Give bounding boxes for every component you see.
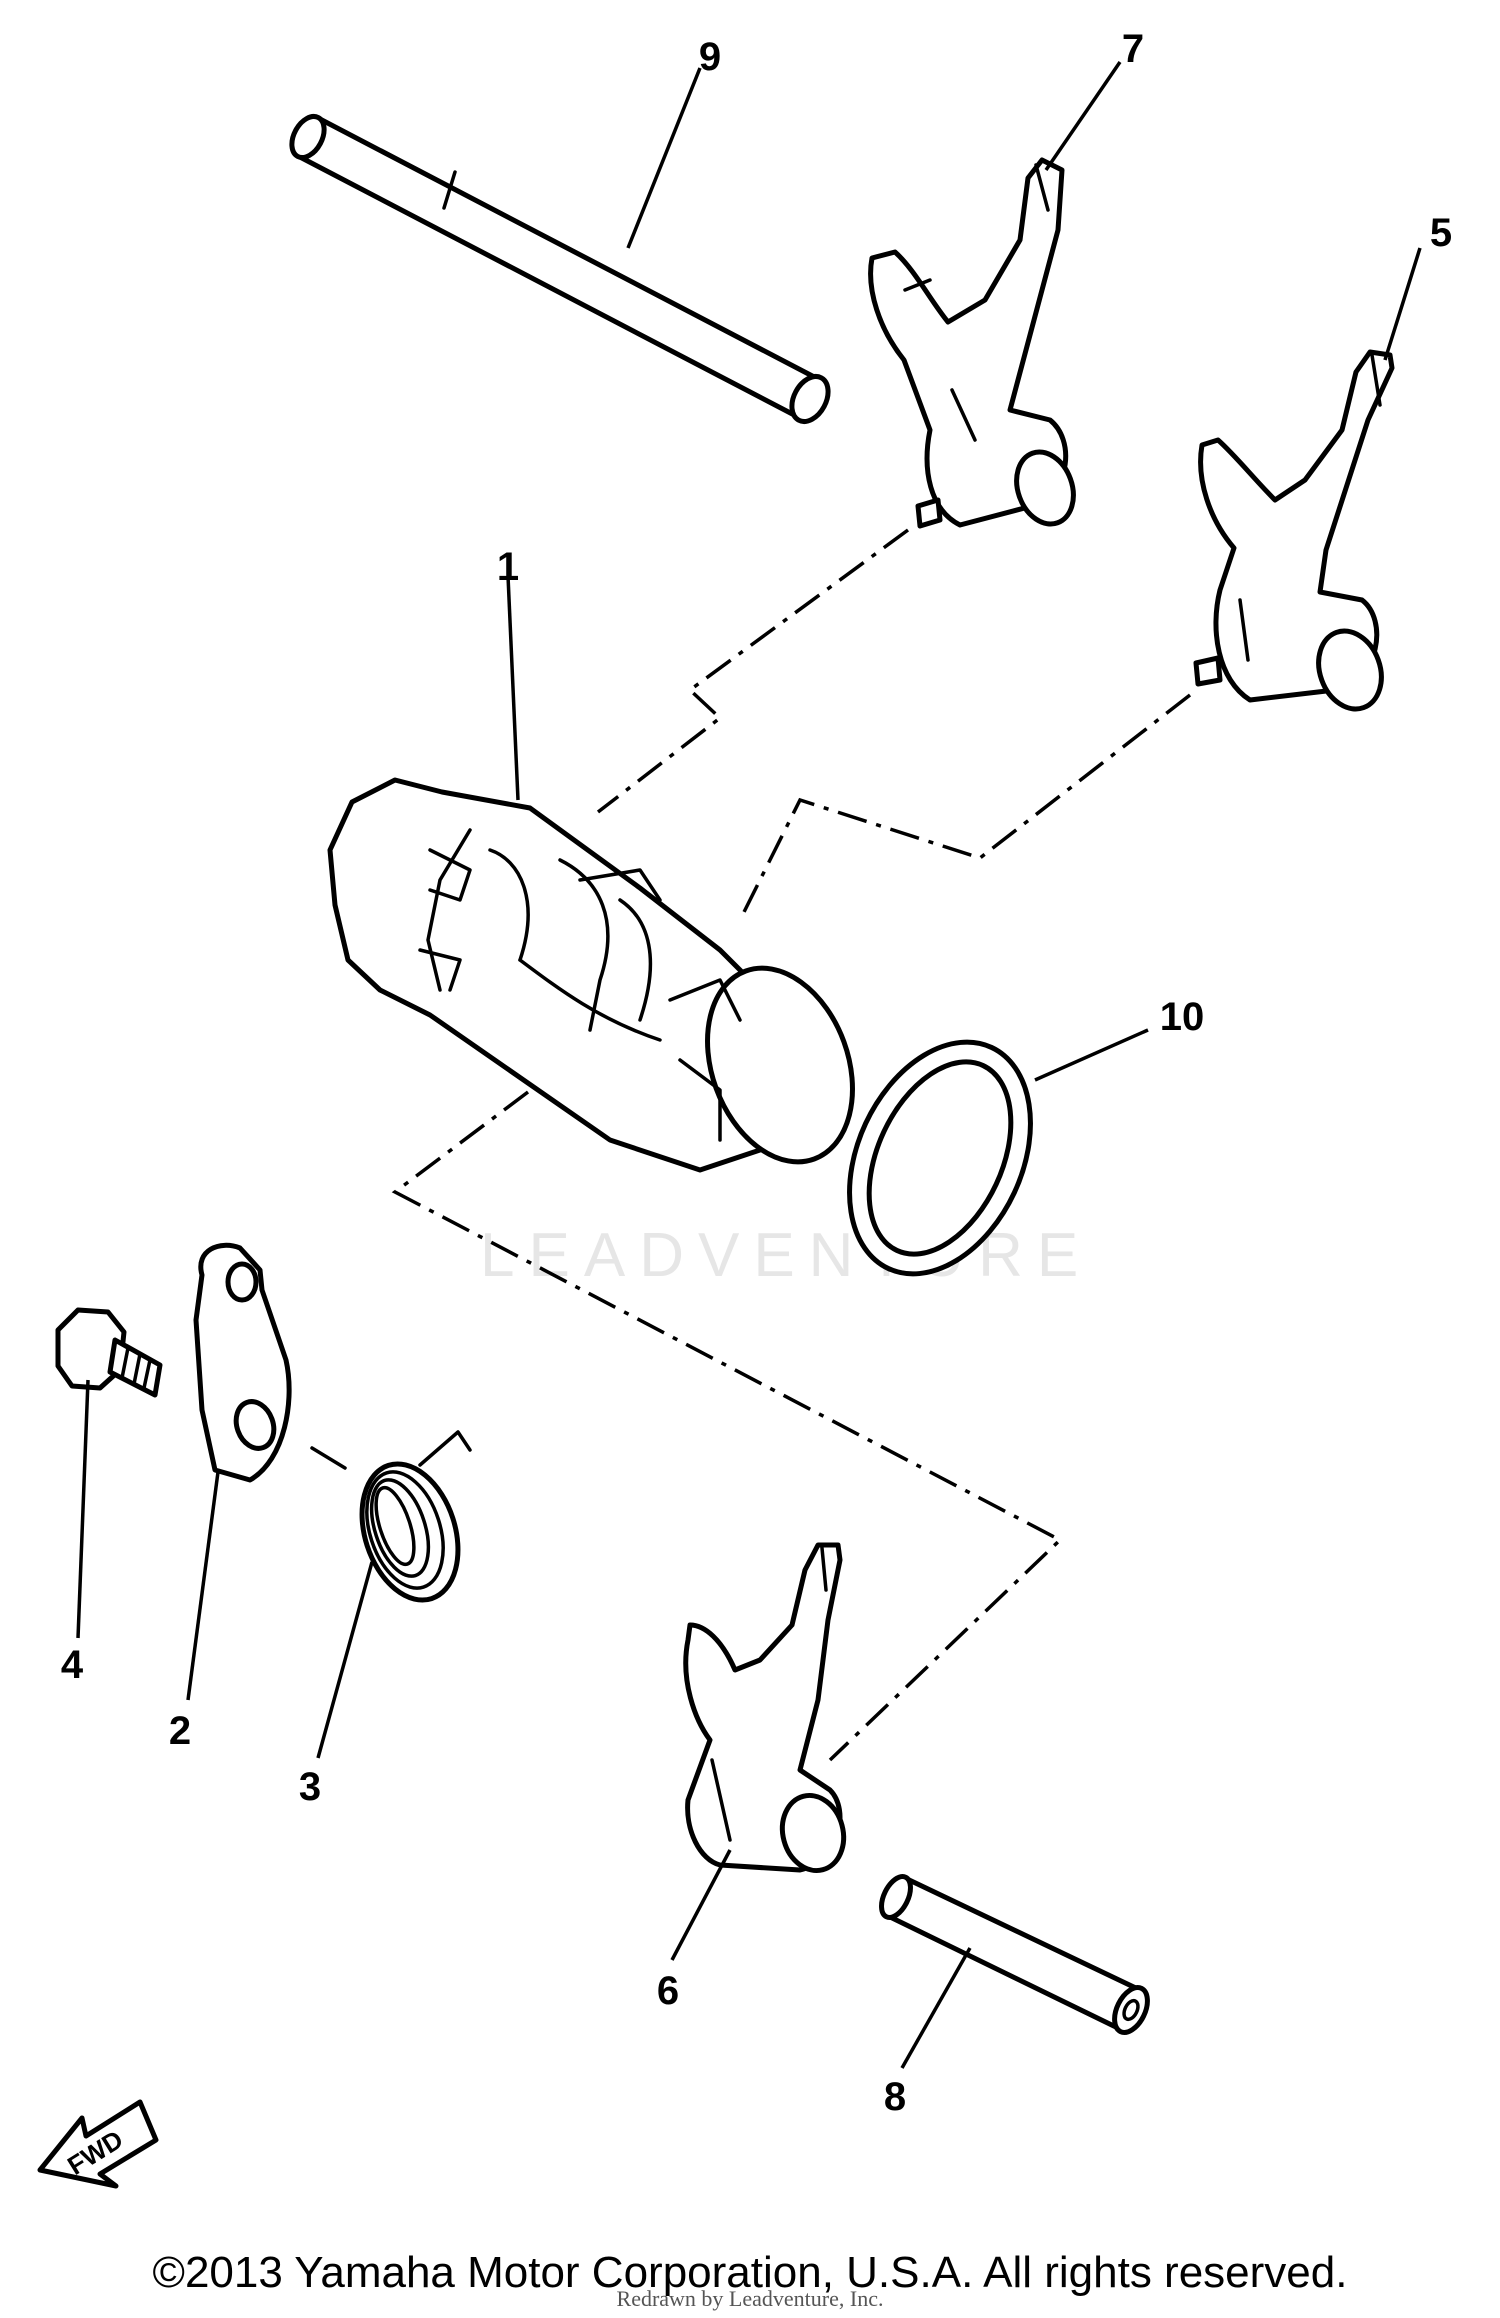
assembly-lines	[391, 528, 1192, 1762]
callout-2: 2	[169, 1709, 191, 1753]
fwd-arrow: FWD	[37, 2099, 159, 2189]
leader-9	[626, 67, 702, 249]
shift-fork-lower[interactable]	[683, 1542, 852, 1877]
callout-4: 4	[61, 1643, 84, 1687]
leader-lines	[76, 61, 1422, 2069]
callout-3: 3	[299, 1765, 321, 1809]
leader-2	[186, 1471, 220, 1701]
redrawn-note: Redrawn by Leadventure, Inc.	[616, 2286, 884, 2311]
callout-5: 5	[1430, 211, 1452, 255]
callout-7: 7	[1122, 27, 1144, 71]
callout-6: 6	[657, 1969, 679, 2013]
shift-fork-shaft-short[interactable]	[876, 1872, 1155, 2038]
leader-4	[76, 1379, 90, 1639]
bolt[interactable]	[55, 1307, 163, 1398]
leader-6	[670, 1849, 732, 1961]
copyright-notice: ©2013 Yamaha Motor Corporation, U.S.A. A…	[152, 2248, 1348, 2297]
leader-5	[1383, 247, 1422, 361]
shift-cam[interactable]	[327, 777, 878, 1182]
leader-8	[900, 1947, 972, 2069]
stopper-lever[interactable]	[193, 1242, 292, 1483]
leader-10	[1034, 1028, 1149, 1082]
leader-1	[506, 575, 520, 801]
shift-fork-shaft-long[interactable]	[285, 111, 835, 428]
shift-fork-upper[interactable]	[868, 157, 1083, 532]
callout-9: 9	[699, 35, 721, 79]
callout-10: 10	[1160, 995, 1205, 1039]
torsion-spring[interactable]	[310, 1430, 474, 1612]
leader-7	[1044, 61, 1122, 171]
callout-8: 8	[884, 2075, 906, 2119]
washer[interactable]	[814, 1013, 1066, 1303]
leader-3	[316, 1561, 374, 1759]
callout-1: 1	[497, 545, 519, 589]
shift-fork-right[interactable]	[1193, 349, 1395, 718]
